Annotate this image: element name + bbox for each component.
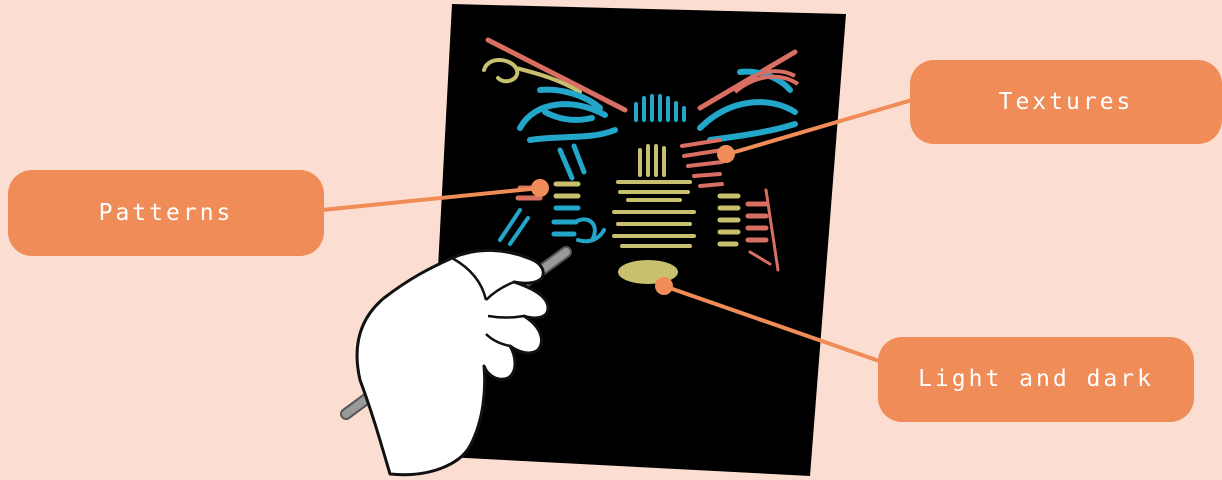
patterns-label-text: Patterns	[99, 201, 234, 225]
light-and-dark-label-text: Light and dark	[918, 367, 1154, 391]
textures-label-text: Textures	[999, 90, 1134, 114]
light-and-dark-label: Light and dark	[878, 337, 1194, 422]
patterns-label: Patterns	[8, 170, 324, 256]
textures-label: Textures	[910, 60, 1222, 144]
black-board	[428, 4, 846, 476]
